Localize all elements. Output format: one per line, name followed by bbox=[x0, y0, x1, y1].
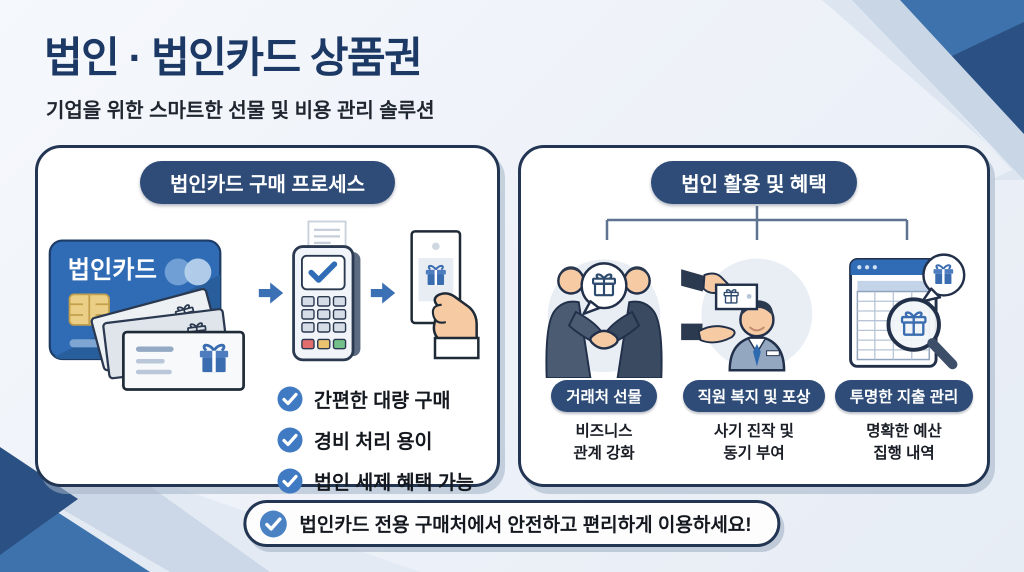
purchase-process-title: 법인카드 구매 프로세스 bbox=[169, 174, 366, 196]
expense-management-label: 투명한 지출 관리 bbox=[849, 389, 959, 406]
checklist-text: 간편한 대량 구매 bbox=[314, 390, 451, 412]
gift-voucher-stack bbox=[90, 287, 245, 391]
check-icon bbox=[277, 386, 303, 411]
client-gifts-label: 거래처 선물 bbox=[566, 389, 642, 406]
footer-banner: 법인카드 전용 구매처에서 안전하고 편리하게 이용하세요! bbox=[243, 500, 781, 547]
checklist-item: 간편한 대량 구매 bbox=[277, 384, 487, 413]
card-logo-circle bbox=[164, 258, 192, 286]
checklist-text: 경비 처리 용이 bbox=[314, 431, 433, 453]
employee-welfare-label: 직원 복지 및 포상 bbox=[697, 389, 811, 406]
card-logo-circle bbox=[184, 258, 212, 286]
benefits-checklist: 간편한 대량 구매 경비 처리 용이 법인 세제 혜택 가능 bbox=[277, 384, 487, 495]
check-icon bbox=[277, 468, 303, 493]
process-row bbox=[251, 212, 487, 374]
gift-bubble bbox=[921, 253, 966, 303]
expense-management-desc: 명확한 예산 집행 내역 bbox=[866, 423, 942, 462]
expense-management-label-pill: 투명한 지출 관리 bbox=[834, 380, 974, 412]
checklist-item: 경비 처리 용이 bbox=[277, 425, 487, 454]
open-hand bbox=[681, 323, 736, 344]
corporate-card-illustration: 법인카드 bbox=[48, 239, 245, 391]
gift-speech-bubble bbox=[580, 262, 628, 316]
magnifier bbox=[886, 297, 958, 370]
arrow-right-icon bbox=[370, 282, 396, 304]
voucher-to-employee-icon bbox=[681, 258, 813, 372]
tree-connector bbox=[605, 206, 909, 240]
employee bbox=[728, 300, 786, 372]
pos-keypad bbox=[301, 296, 347, 350]
handshake-hands bbox=[589, 329, 619, 350]
benefit-column-client-gifts: 거래처 선물 비즈니스 관계 강화 bbox=[529, 242, 679, 464]
arrow-right-icon bbox=[258, 282, 284, 304]
footer-message: 법인카드 전용 구매처에서 안전하고 편리하게 이용하세요! bbox=[299, 515, 752, 536]
benefit-column-expense-management: 투명한 지출 관리 명확한 예산 집행 내역 bbox=[829, 242, 979, 464]
benefits-title: 법인 활용 및 혜택 bbox=[681, 174, 827, 196]
benefit-columns: 거래처 선물 비즈니스 관계 강화 bbox=[521, 242, 987, 464]
giving-hand bbox=[681, 269, 759, 311]
ledger-magnifier-icon bbox=[849, 253, 966, 370]
hand-holding-voucher-illustration bbox=[410, 230, 480, 360]
page-subtitle: 기업을 위한 스마트한 선물 및 비용 관리 솔루션 bbox=[46, 100, 435, 122]
process-flow-area: 간편한 대량 구매 경비 처리 용이 법인 세제 혜택 가능 bbox=[251, 204, 487, 495]
page-title: 법인 · 법인카드 상품권 bbox=[44, 34, 423, 81]
purchase-process-title-pill: 법인카드 구매 프로세스 bbox=[139, 161, 396, 204]
purchase-process-body: 법인카드 bbox=[38, 204, 497, 495]
client-gifts-desc: 비즈니스 관계 강화 bbox=[573, 423, 635, 462]
pos-terminal-illustration bbox=[292, 220, 361, 362]
benefits-title-pill: 법인 활용 및 혜택 bbox=[651, 161, 857, 204]
benefits-panel: 법인 활용 및 혜택 bbox=[518, 145, 990, 487]
employee-welfare-label-pill: 직원 복지 및 포상 bbox=[682, 380, 826, 412]
handshake-gift-icon bbox=[545, 259, 663, 378]
checklist-item: 법인 세제 혜택 가능 bbox=[277, 466, 487, 495]
header: 법인 · 법인카드 상품권 기업을 위한 스마트한 선물 및 비용 관리 솔루션 bbox=[44, 24, 435, 123]
purchase-process-panel: 법인카드 구매 프로세스 법인카드 bbox=[35, 145, 500, 494]
check-icon bbox=[308, 261, 338, 283]
card-label-text: 법인카드 bbox=[68, 257, 157, 284]
client-gifts-label-pill: 거래처 선물 bbox=[551, 380, 657, 412]
checklist-text: 법인 세제 혜택 가능 bbox=[314, 472, 474, 494]
check-icon bbox=[259, 510, 287, 537]
businessman-left bbox=[545, 266, 604, 378]
hand bbox=[431, 292, 480, 360]
check-icon bbox=[277, 427, 303, 452]
employee-welfare-desc: 사기 진작 및 동기 부여 bbox=[714, 423, 794, 462]
benefit-column-employee-welfare: 직원 복지 및 포상 사기 진작 및 동기 부여 bbox=[679, 242, 829, 464]
